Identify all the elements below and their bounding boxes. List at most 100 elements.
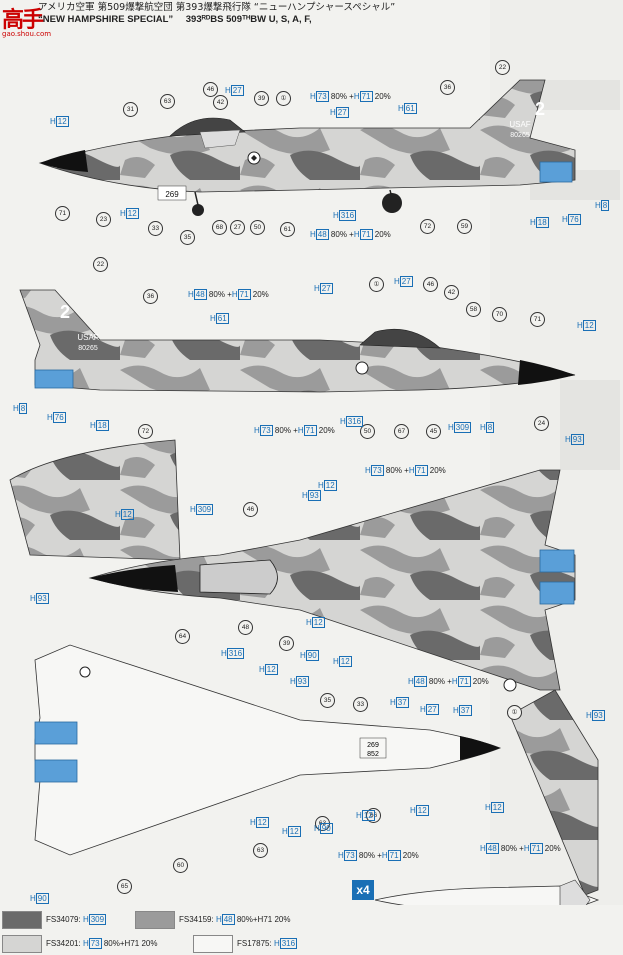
callout-63: 63 [160,94,175,109]
legend-swatch [193,934,233,953]
callout-71b: 71 [530,312,545,327]
watermark-url: gao.shou.com [2,30,52,38]
callout-1b: ① [369,277,384,292]
callout-50b: 50 [360,424,375,439]
callout-70b: 70 [492,307,507,322]
tail-number-lower: 80265 [78,345,98,352]
callout-39c: 39 [279,636,294,651]
callout-45b: 45 [426,424,441,439]
callout-59: 59 [457,219,472,234]
tail-number-upper: 80265 [510,132,530,139]
callout-1c: ① [507,705,522,720]
bottom-view: 269 852 [34,644,502,856]
side-view-lower: 2 USAF 80265 [19,289,576,393]
wing-panel-right [509,689,599,896]
callout-71: 71 [55,206,70,221]
header-line-english: “NEW HAMPSHIRE SPECIAL” 393ᴿᴰBS 509ᵀᴴBW … [38,14,488,26]
callout-35: 35 [180,230,195,245]
aircraft-illustrations: USAF 80265 2 269 2 USAF 80265 269 852 [9,79,620,905]
callout-1: ① [276,91,291,106]
legend-swatch [2,910,42,929]
header-nickname-jp: “ニューハンプシャースペシャル” [253,2,396,13]
header-squadron-jp: 第393爆撃飛行隊 [175,2,251,13]
tail-usaf-upper: USAF [509,120,530,129]
tail-letter-upper: 2 [535,99,545,119]
callout-58b: 58 [466,302,481,317]
callout-68: 68 [212,220,227,235]
legend-swatch [135,910,175,929]
callout-72b: 72 [138,424,153,439]
callout-22b: 22 [93,257,108,272]
callout-63e: 63 [253,843,268,858]
bottom-number-1: 269 [367,742,379,749]
top-view [9,439,576,692]
callout-33: 33 [148,221,163,236]
tail-usaf-lower: USAF [77,333,98,342]
tail-letter-lower: 2 [60,302,70,322]
callout-23: 23 [96,212,111,227]
callout-42b: 42 [444,285,459,300]
header-line-japanese: アメリカ空軍 第509爆撃航空団 第393爆撃飛行隊 “ニューハンプシャースペシ… [38,2,488,14]
callout-65d: 65 [117,879,132,894]
callout-31: 31 [123,102,138,117]
callout-60d: 60 [173,858,188,873]
page-header: アメリカ空軍 第509爆撃航空団 第393爆撃飛行隊 “ニューハンプシャースペシ… [38,2,488,25]
legend-swatch [2,934,42,953]
callout-33d: 33 [353,697,368,712]
side-view-upper: USAF 80265 2 269 [38,79,576,216]
callout-42: 42 [213,95,228,110]
watermark-text: 高手 [2,8,44,33]
header-usaf-jp: アメリカ空軍 [38,2,95,13]
callout-50: 50 [250,220,265,235]
header-nickname-en: “NEW HAMPSHIRE SPECIAL” [38,13,174,25]
callout-61: 61 [280,222,295,237]
watermark-logo: 高手 gao.shou.com [2,2,51,38]
quantity-badge: x4 [352,880,374,900]
bottom-number-2: 852 [367,751,379,758]
